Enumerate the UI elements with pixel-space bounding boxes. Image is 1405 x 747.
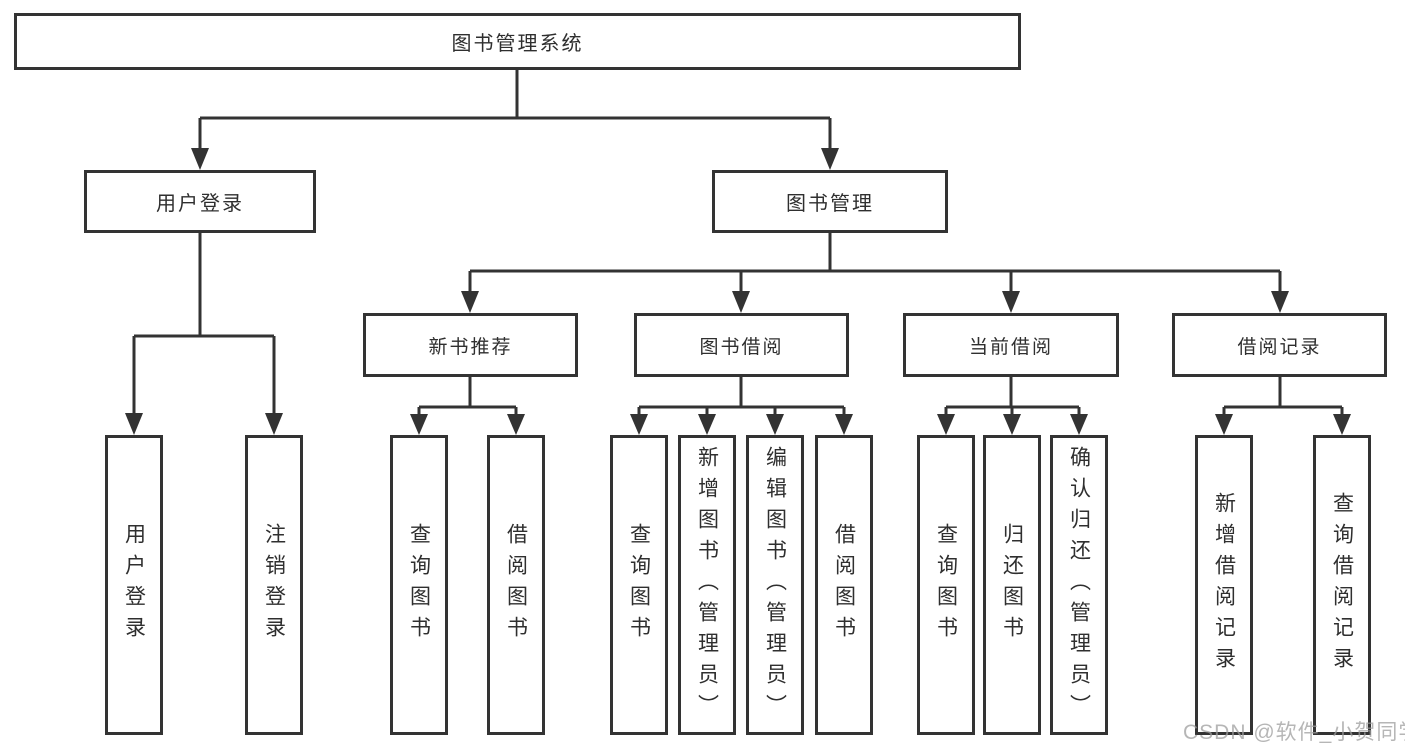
leaf-query-borrow-record: 查询借阅记录 (1313, 435, 1371, 735)
csdn-watermark: CSDN @软件_小贺同学 (1183, 721, 1405, 744)
node-label: 用户登录 (156, 193, 244, 215)
node-label: 图书管理 (786, 193, 874, 215)
leaf-label: 新增图书（管理员） (695, 445, 719, 725)
connector-book-management-to-level3 (461, 233, 1289, 313)
connector-user-login-to-leaves (125, 233, 283, 435)
node-label: 新书推荐 (428, 336, 513, 358)
node-label: 图书借阅 (699, 336, 784, 358)
connector-root-to-level2 (191, 70, 839, 170)
node-borrow-records: 借阅记录 (1172, 313, 1387, 377)
leaf-label: 借阅图书 (832, 523, 856, 647)
leaf-label: 新增借阅记录 (1212, 492, 1236, 678)
leaf-label: 借阅图书 (504, 523, 528, 647)
leaf-label: 查询借阅记录 (1330, 492, 1354, 678)
leaf-confirm-return-admin: 确认归还（管理员） (1050, 435, 1108, 735)
node-book-management: 图书管理 (712, 170, 948, 233)
node-library-management-system: 图书管理系统 (14, 13, 1021, 70)
connector-borrow-records-to-leaves (1215, 377, 1351, 435)
leaf-label: 查询图书 (627, 523, 651, 647)
leaf-query-books-current: 查询图书 (917, 435, 975, 735)
leaf-label: 注销登录 (262, 523, 286, 647)
node-label: 图书管理系统 (451, 33, 584, 55)
leaf-label: 确认归还（管理员） (1067, 445, 1091, 725)
node-user-login: 用户登录 (84, 170, 316, 233)
leaf-borrow-books-recommend: 借阅图书 (487, 435, 545, 735)
leaf-label: 归还图书 (1000, 523, 1024, 647)
leaf-return-books: 归还图书 (983, 435, 1041, 735)
node-book-borrow: 图书借阅 (634, 313, 849, 377)
node-current-borrow: 当前借阅 (903, 313, 1119, 377)
leaf-label: 用户登录 (122, 523, 146, 647)
leaf-query-books-borrow: 查询图书 (610, 435, 668, 735)
connector-new-book-recommend-to-leaves (410, 377, 525, 435)
leaf-label: 查询图书 (407, 523, 431, 647)
leaf-add-borrow-record: 新增借阅记录 (1195, 435, 1253, 735)
leaf-query-books-recommend: 查询图书 (390, 435, 448, 735)
node-label: 借阅记录 (1237, 336, 1322, 358)
leaf-borrow-books: 借阅图书 (815, 435, 873, 735)
connector-book-borrow-to-leaves (630, 377, 853, 435)
node-new-book-recommend: 新书推荐 (363, 313, 578, 377)
leaf-logout: 注销登录 (245, 435, 303, 735)
leaf-add-books-admin: 新增图书（管理员） (678, 435, 736, 735)
leaf-label: 编辑图书（管理员） (763, 445, 787, 725)
connector-current-borrow-to-leaves (937, 377, 1088, 435)
leaf-edit-books-admin: 编辑图书（管理员） (746, 435, 804, 735)
node-label: 当前借阅 (968, 336, 1053, 358)
leaf-user-login: 用户登录 (105, 435, 163, 735)
leaf-label: 查询图书 (934, 523, 958, 647)
